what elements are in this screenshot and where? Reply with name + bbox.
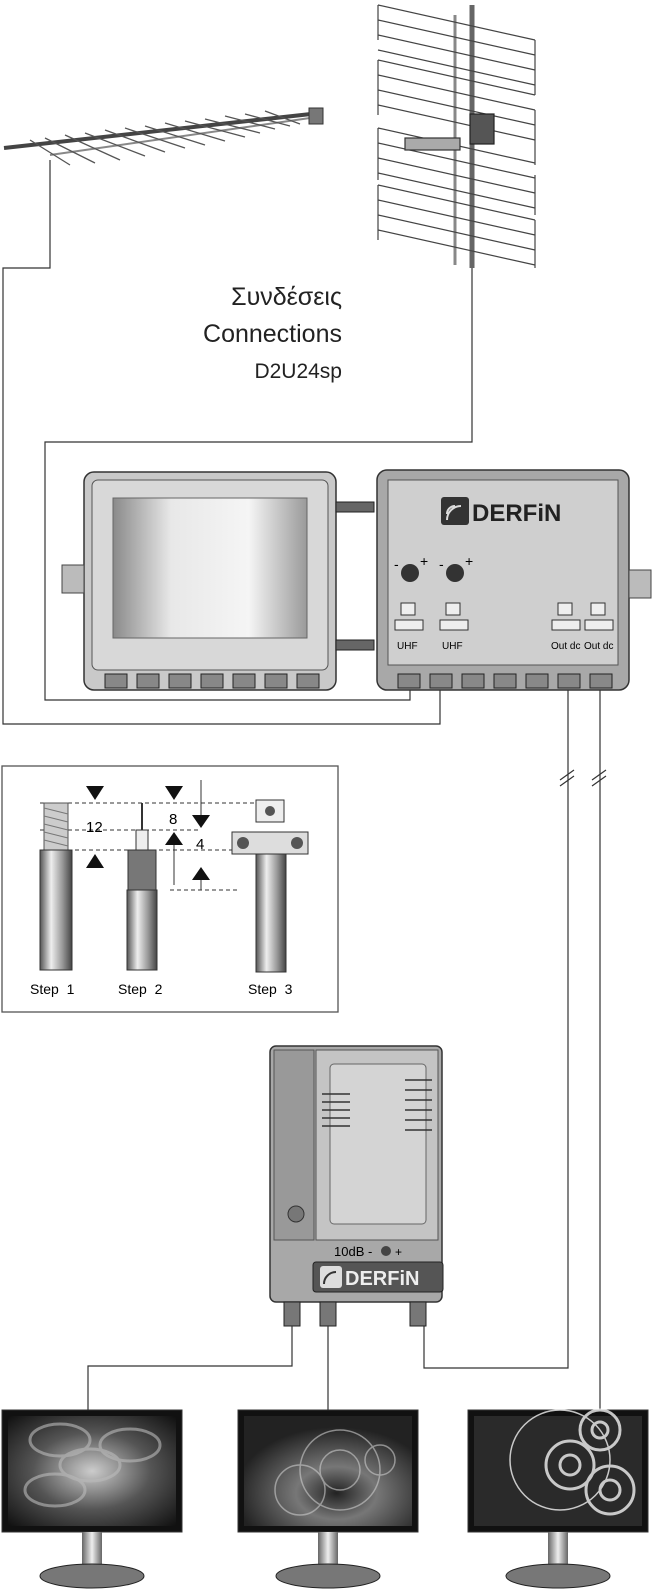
svg-text:+: + bbox=[420, 553, 428, 569]
derfin-logo-icon bbox=[441, 497, 469, 525]
panel-antenna bbox=[44, 4, 536, 701]
dimension-12: 12 bbox=[86, 819, 103, 836]
amplifier-body: DERFiN - + - + UHF UHF Out dc Out dc bbox=[376, 469, 652, 691]
tv-2 bbox=[237, 1409, 419, 1589]
gain-knob-2[interactable]: - + bbox=[439, 553, 473, 582]
splitter-logo-icon bbox=[320, 1266, 342, 1288]
dimension-arrows bbox=[86, 786, 210, 880]
splitter-box: 10dB - + DERFiN bbox=[269, 1045, 444, 1327]
splitter-brand: DERFiN bbox=[345, 1268, 419, 1290]
svg-text:+: + bbox=[465, 553, 473, 569]
input-label-uhf-1: UHF bbox=[397, 641, 418, 652]
input-label-uhf-2: UHF bbox=[442, 641, 463, 652]
cable-steps-panel: 12 8 4 Step 1 Step 2 Step 3 bbox=[1, 765, 339, 1013]
gain-knob-1[interactable]: - + bbox=[394, 553, 428, 582]
step-3-cable bbox=[231, 799, 309, 973]
title-english: Connections bbox=[203, 320, 342, 348]
step-2-cable bbox=[126, 803, 158, 971]
svg-text:-: - bbox=[439, 556, 444, 572]
output-label-2: Out dc bbox=[584, 641, 613, 652]
attenuation-knob[interactable] bbox=[381, 1246, 391, 1256]
svg-text:-: - bbox=[394, 556, 399, 572]
attenuation-label: 10dB - bbox=[334, 1244, 372, 1259]
dimension-4: 4 bbox=[196, 836, 204, 853]
amplifier-brand: DERFiN bbox=[472, 500, 561, 527]
output-label-1: Out dc bbox=[551, 641, 580, 652]
output-cables bbox=[423, 690, 607, 1410]
attenuation-plus: + bbox=[395, 1245, 402, 1259]
tv-1 bbox=[1, 1409, 183, 1589]
title-greek: Συνδέσεις bbox=[231, 283, 342, 311]
step-2-label: Step 2 bbox=[118, 981, 163, 997]
amplifier-lid bbox=[61, 471, 375, 691]
tv-cables bbox=[87, 1326, 329, 1410]
step-1-label: Step 1 bbox=[30, 981, 75, 997]
step-1-cable bbox=[39, 802, 73, 971]
yagi-antenna bbox=[2, 107, 441, 725]
tv-3 bbox=[467, 1408, 649, 1589]
step-3-label: Step 3 bbox=[248, 981, 293, 997]
dimension-8: 8 bbox=[169, 811, 177, 828]
title-model: D2U24sp bbox=[254, 360, 342, 383]
